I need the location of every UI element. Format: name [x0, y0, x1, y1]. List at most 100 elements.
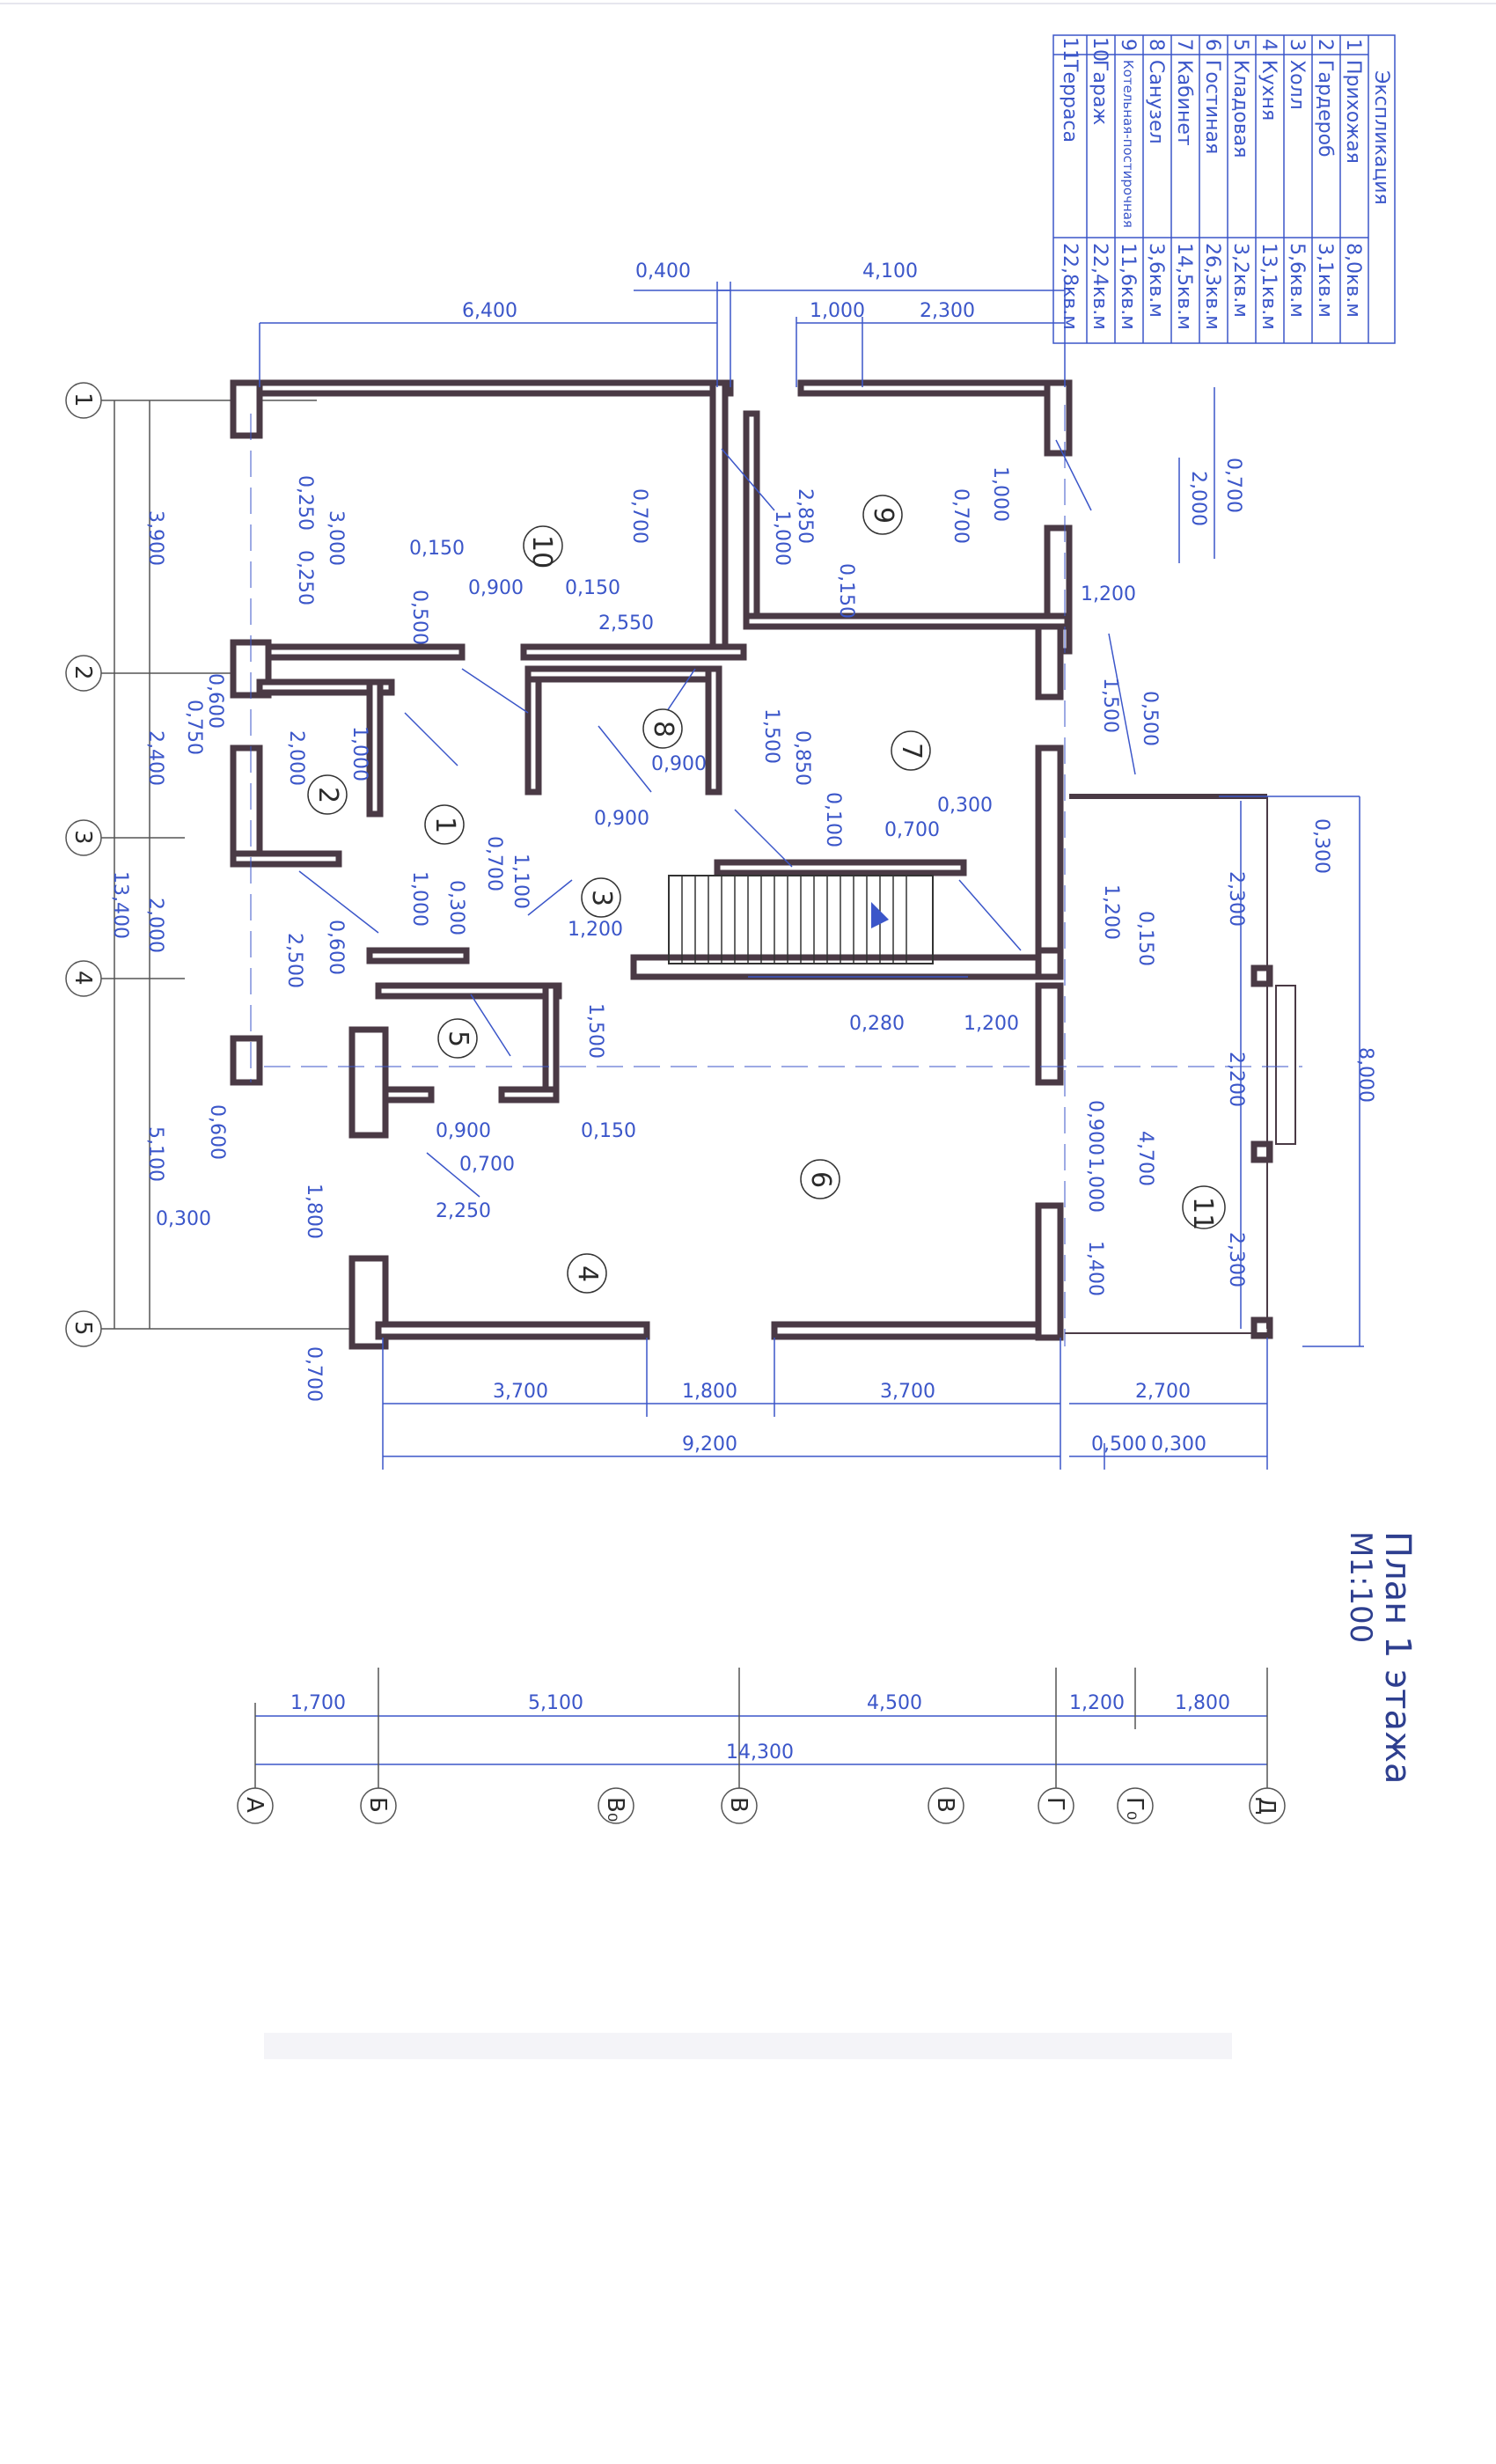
axis-bubble-4	[65, 960, 102, 997]
expl-num: 7	[1173, 39, 1195, 51]
dim-label: 0,600	[206, 1104, 228, 1160]
explication-header: Экспликация	[1370, 70, 1392, 205]
dimension-lines	[259, 282, 1364, 1470]
expl-area: 26,3кв.м	[1201, 243, 1223, 330]
dim-label: 0,600	[204, 673, 226, 729]
dim-label: 3,700	[493, 1381, 548, 1403]
expl-name: Кухня	[1258, 60, 1280, 121]
dim-label: 1,400	[1084, 1241, 1106, 1296]
dim-label: 0,300	[1310, 818, 1332, 874]
scan-artifact-band	[264, 2033, 1232, 2059]
dim-label: 2,400	[144, 730, 166, 786]
dim-label: 2,250	[436, 1200, 491, 1222]
dim-label: 0,150	[581, 1120, 636, 1142]
axis-bubble-2	[65, 655, 102, 692]
dim-label: 0,700	[1222, 458, 1244, 513]
dim-label: 0,850	[791, 730, 813, 786]
room-tag-1: 1	[429, 817, 460, 833]
expl-num: 4	[1258, 39, 1280, 51]
dim-label: 0,300	[1151, 1434, 1206, 1456]
dim-label: 8,000	[1354, 1047, 1376, 1103]
dim-label: 1,500	[1099, 678, 1121, 733]
dim-label: 0,750	[183, 700, 205, 755]
numeric-axes: 1 2 3 4 5 3,900 2,400 2,000 5,100 13,400	[65, 382, 378, 1347]
expl-name: Кабинет	[1173, 60, 1195, 146]
room-tag-10: 10	[526, 535, 557, 568]
expl-name: Гардероб	[1314, 60, 1336, 158]
dim-label: 0,250	[294, 475, 316, 531]
axis-bubble-3	[65, 819, 102, 856]
dim-label: 0,700	[303, 1346, 325, 1402]
dim-label: 1,100	[510, 854, 532, 909]
dim-label: 3,000	[325, 510, 347, 566]
dim-label: 2,700	[1135, 1381, 1191, 1403]
dim-label: 0,900	[594, 808, 649, 830]
dim-label: 2,000	[1187, 471, 1209, 526]
dim-label: 2,000	[285, 730, 307, 786]
dim-label: 0,250	[294, 550, 316, 605]
dim-label: 4,700	[1134, 1131, 1156, 1186]
dim-label: 0,300	[937, 795, 993, 817]
dim-label: 0,700	[459, 1154, 515, 1176]
expl-area: 13,1кв.м	[1258, 243, 1280, 330]
dim-label: 1,000	[348, 726, 370, 781]
room-tag-8: 8	[648, 721, 678, 737]
room-tag-6: 6	[805, 1171, 836, 1188]
room-circle-7	[891, 730, 931, 771]
dim-label: 1,000	[408, 871, 430, 927]
expl-name: Терраса	[1059, 59, 1081, 143]
axis-label: Г₀	[1121, 1797, 1148, 1820]
room-tag-9: 9	[868, 507, 898, 524]
dim-label: 1,000	[1084, 1157, 1106, 1213]
room-circle-1	[424, 804, 465, 845]
axis-label: 5	[70, 1321, 96, 1336]
axis-label: 2	[70, 665, 96, 680]
axis-label: В	[932, 1797, 958, 1813]
dim-label: 1,800	[1175, 1692, 1230, 1714]
room-tag-5: 5	[443, 1030, 473, 1047]
axis-bubble-5	[65, 1310, 102, 1347]
dim-label: 3,900	[144, 510, 166, 566]
expl-name: Санузел	[1145, 60, 1167, 144]
expl-area: 22,8кв.м	[1059, 243, 1081, 330]
expl-num: 8	[1145, 39, 1167, 51]
room-circle-2	[307, 774, 348, 815]
expl-name: Прихожая	[1342, 60, 1364, 164]
dim-label: 1,200	[568, 919, 623, 941]
expl-num: 6	[1201, 39, 1223, 51]
dim-label: 5,100	[144, 1126, 166, 1182]
plan-scale: М1:100	[1343, 1531, 1378, 1643]
dim-label: 0,500	[1091, 1434, 1147, 1456]
dim-label: 2,850	[794, 488, 816, 544]
axis-label: В₀	[602, 1797, 628, 1822]
expl-name: Кладовая	[1229, 60, 1251, 158]
axis-label: 4	[70, 971, 96, 986]
room-circle-8	[642, 708, 683, 749]
plan-title-block: План 1 этажа М1:100	[1343, 1531, 1418, 1785]
axis-label: 3	[70, 830, 96, 845]
dim-label: 0,900	[468, 577, 524, 599]
dim-label: 0,900	[651, 753, 707, 775]
dim-label: 1,000	[771, 510, 793, 566]
dim-label: 1,800	[303, 1184, 325, 1239]
expl-num: 1	[1342, 39, 1364, 51]
dim-label: 1,000	[810, 300, 865, 322]
dim-label: 0,900	[436, 1120, 491, 1142]
dim-label: 1,200	[1081, 583, 1136, 605]
dim-label: 1,200	[1100, 884, 1122, 940]
expl-num: 11	[1059, 37, 1081, 62]
room-circle-6	[800, 1159, 840, 1199]
expl-area: 11,6кв.м	[1117, 243, 1139, 330]
dim-label: 1,200	[1069, 1692, 1125, 1714]
expl-area: 22,4кв.м	[1089, 243, 1111, 330]
axis-label: А	[241, 1797, 268, 1813]
dim-label: 6,400	[462, 300, 517, 322]
expl-num: 9	[1117, 39, 1139, 51]
dim-label: 0,500	[1139, 691, 1161, 746]
dim-label: 13,400	[109, 871, 131, 939]
axis-label: Д	[1253, 1797, 1280, 1815]
dim-label: 0,150	[835, 563, 857, 619]
dim-label: 14,300	[726, 1742, 794, 1764]
axis-bubble-v0	[598, 1787, 634, 1824]
dim-label: 1,200	[964, 1013, 1019, 1035]
